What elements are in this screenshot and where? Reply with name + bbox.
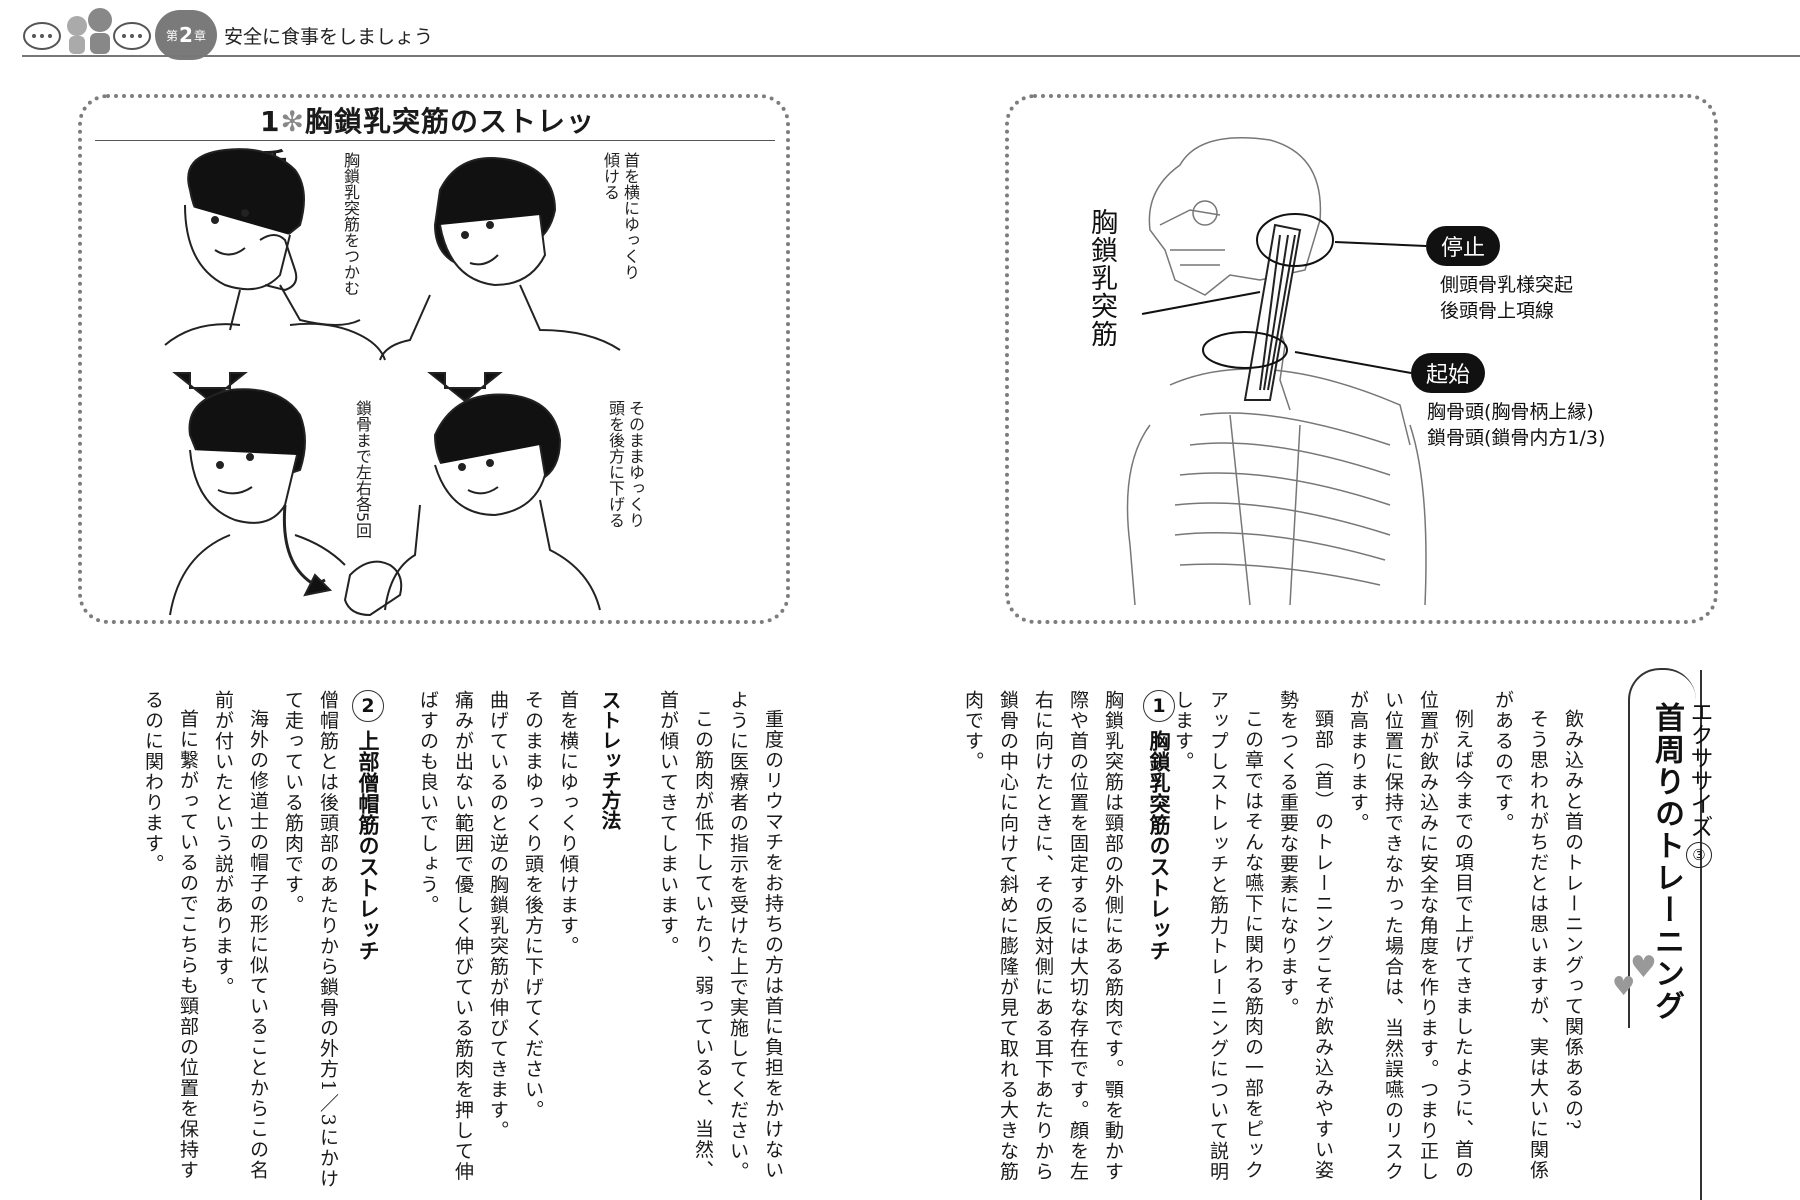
exercise-title-frame: [1628, 668, 1696, 1028]
caption-step2: 首を横にゆっくり傾ける: [601, 152, 640, 280]
asterisk-icon: ✻: [280, 105, 305, 138]
section2-paragraph-3: 首に繋がっているのでこちらも頸部の位置を保持するのに関わります。: [142, 690, 199, 1181]
section2-text-block: 僧帽筋とは後頭部のあたりから鎖骨の外方1／3にかけて走っている筋肉です。 海外の…: [105, 690, 345, 1200]
person-tilt-head-figure: [379, 157, 621, 361]
heart-icon: ♥: [1630, 950, 1657, 985]
section2-paragraph-1: 僧帽筋とは後頭部のあたりから鎖骨の外方1／3にかけて走っている筋肉です。: [282, 690, 339, 1189]
section2-paragraph-2: 海外の修道士の帽子の形に似ていることからこの名前が付いたという説があります。: [212, 690, 269, 1181]
method-step-3: 曲げているのと逆の胸鎖乳突筋が伸びてきます。: [487, 690, 509, 1141]
exercise-title: 首周りのトレーニング: [1649, 702, 1684, 1022]
insertion-line-1: 側頭骨乳様突起: [1440, 274, 1574, 296]
exercise-rule: [1700, 670, 1702, 1200]
header-divider: [22, 55, 1800, 57]
method-heading: ストレッチ方法: [598, 690, 622, 830]
heart-icon: ♥: [1612, 972, 1636, 1002]
origin-ring: [1202, 331, 1288, 369]
weakness-paragraph: この筋肉が低下していたり、弱っていると、当然、首が傾いてきてしまいます。: [657, 690, 714, 1181]
insertion-detail: 側頭骨乳様突起 後頭骨上項線: [1440, 272, 1573, 324]
body-paragraph-2: 頸部（首）のトレーニングこそが飲み込みやすい姿勢をつくる重要な要素になります。: [1277, 690, 1334, 1181]
origin-detail: 胸骨頭(胸骨柄上縁) 鎖骨頭(鎖骨内方1/3): [1427, 399, 1605, 451]
mascot-icon: [23, 8, 151, 54]
intro-text-block: 飲み込みと首のトレーニングって関係あるの? そう思われがちだとは思いますが、実は…: [1490, 690, 1590, 1200]
section1-title: 胸鎖乳突筋のストレッチ: [1147, 730, 1171, 961]
figure-title-number: 1: [260, 105, 281, 138]
origin-line-1: 胸骨頭(胸骨柄上縁): [1427, 401, 1594, 423]
method-step-4: 痛みが出ない範囲で優しく伸びている筋肉を押して伸ばすのも良いでしょう。: [417, 690, 474, 1182]
exercise-label-text: エクササイズ: [1686, 700, 1712, 838]
stretch-illustration: [164, 148, 621, 617]
body-paragraph-3: この章ではそんな嚥下に関わる筋肉の一部をピックアップしストレッチと筋力トレーニン…: [1172, 690, 1264, 1182]
chapter-title: 安全に食事をしましょう: [224, 26, 434, 48]
method-step-2: そのままゆっくり頭を後方に下げてください。: [522, 690, 544, 1121]
exercise-label: エクササイズ ③: [1682, 700, 1716, 868]
caution-text-block: 重度のリウマチをお持ちの方は首に負担をかけないように医療者の指示を受けた上で実施…: [657, 690, 790, 1200]
section2-title: 上部僧帽筋のストレッチ: [356, 730, 380, 961]
section1-paragraph: 胸鎖乳突筋は頸部の外側にある筋肉です。顎を動かす際や首の位置を固定するには大切な…: [962, 690, 1124, 1182]
origin-badge: 起始: [1411, 353, 1485, 393]
intro-answer: そう思われがちだとは思いますが、実は大いに関係があるのです。: [1492, 690, 1549, 1181]
caution-paragraph: 重度のリウマチをお持ちの方は首に負担をかけないように医療者の指示を受けた上で実施…: [727, 690, 784, 1182]
section2-heading: 2 上部僧帽筋のストレッチ: [352, 690, 384, 961]
stretch-figure-frame: [78, 94, 790, 624]
section1-text: 胸鎖乳突筋は頸部の外側にある筋肉です。顎を動かす際や首の位置を固定するには大切な…: [962, 690, 1130, 1200]
exercise-number: ③: [1686, 842, 1712, 868]
person-grab-muscle-figure: [164, 148, 386, 361]
anatomy-figure-frame: [1005, 94, 1718, 624]
body-paragraph-1: 例えば今までの項目で上げてきましたように、首の位置が飲み込みに安全な角度を作りま…: [1347, 690, 1474, 1182]
muscle-shape: [1243, 223, 1302, 401]
person-clavicle-figure: [169, 388, 403, 617]
figure-title-rule: [95, 140, 775, 141]
skeleton-illustration: [1126, 137, 1427, 605]
method-step-1: 首を横にゆっくり傾けます。: [557, 690, 579, 957]
section2-number: 2: [352, 690, 384, 722]
insertion-ring: [1256, 213, 1334, 267]
chapter-prefix: 第: [166, 28, 179, 43]
label-leader-lines: [1141, 241, 1427, 374]
muscle-label: 胸鎖乳突筋: [1086, 208, 1117, 348]
chapter-suffix: 章: [193, 28, 206, 43]
section1-heading: 1 胸鎖乳突筋のストレッチ: [1143, 690, 1175, 961]
chapter-number: 2: [179, 23, 193, 47]
caption-step1: 胸鎖乳突筋をつかむ: [341, 152, 360, 296]
caption-step3: 鎖骨まで左右各5回: [353, 400, 372, 539]
origin-line-2: 鎖骨頭(鎖骨内方1/3): [1427, 427, 1606, 449]
intro-question: 飲み込みと首のトレーニングって関係あるの?: [1562, 709, 1584, 1131]
caption-step4: そのままゆっくり頭を後方に下げる: [606, 400, 645, 528]
person-head-back-figure: [384, 393, 601, 611]
body-text-block: 例えば今までの項目で上げてきましたように、首の位置が飲み込みに安全な角度を作りま…: [1172, 690, 1480, 1200]
insertion-line-2: 後頭骨上項線: [1440, 300, 1555, 322]
insertion-badge: 停止: [1426, 226, 1500, 266]
section1-number: 1: [1143, 690, 1175, 722]
method-text-block: 首を横にゆっくり傾けます。 そのままゆっくり頭を後方に下げてください。 曲げてい…: [415, 690, 585, 1200]
